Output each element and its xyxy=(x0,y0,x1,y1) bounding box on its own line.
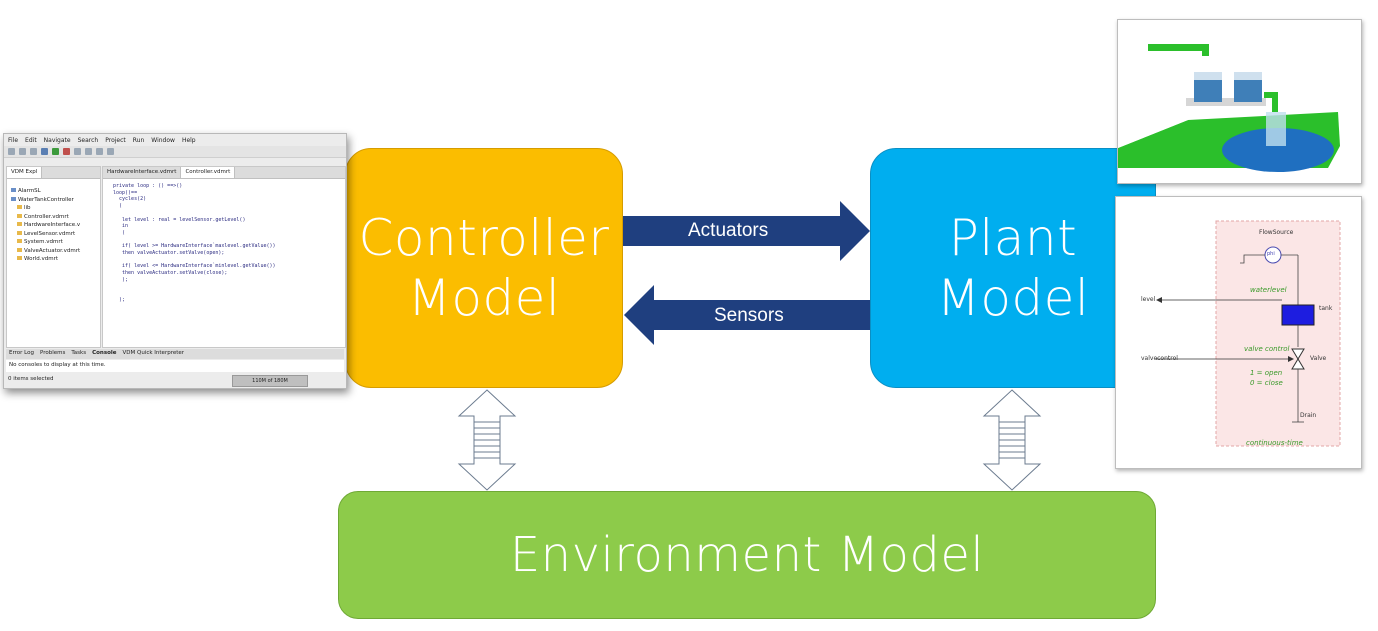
controller-title-line2: Model xyxy=(407,269,561,327)
close-legend: 0 = close xyxy=(1250,379,1283,387)
plant-environment-arrow xyxy=(982,389,1042,491)
editor-tab-hardwareinterface[interactable]: HardwareInterface.vdmrt xyxy=(103,167,182,178)
bottom-tabs: Error Log Problems Tasks Console VDM Qui… xyxy=(6,349,344,359)
sensors-arrow xyxy=(624,285,870,345)
tab-console[interactable]: Console xyxy=(92,350,117,356)
valvecontrol-input-label: valvecontrol xyxy=(1141,355,1178,362)
menu-file[interactable]: File xyxy=(8,137,19,144)
editor-tab-controller[interactable]: Controller.vdmrt xyxy=(181,167,236,178)
tree-item-watertankcontroller[interactable]: WaterTankController xyxy=(7,196,100,205)
external-tools-icon[interactable] xyxy=(63,148,70,155)
project-tree: AlarmSL WaterTankController lib Controll… xyxy=(7,187,100,264)
actuators-arrow xyxy=(622,201,870,261)
new-icon[interactable] xyxy=(8,148,15,155)
tab-error-log[interactable]: Error Log xyxy=(9,350,34,356)
controller-model-box: Controller Model xyxy=(345,148,623,388)
valve-control-label: valve control xyxy=(1244,345,1290,353)
controller-environment-arrow xyxy=(457,389,517,491)
vdm-explorer-tab[interactable]: VDM Expl xyxy=(7,167,43,178)
eclipse-menubar: File Edit Navigate Search Project Run Wi… xyxy=(4,134,346,146)
environment-title: Environment Model xyxy=(509,527,985,583)
environment-model-box: Environment Model xyxy=(338,491,1156,619)
save-icon[interactable] xyxy=(19,148,26,155)
tab-vdm-quick-interpreter[interactable]: VDM Quick Interpreter xyxy=(122,350,185,356)
schematic-drawing xyxy=(1156,220,1341,447)
eclipse-ide-screenshot: File Edit Navigate Search Project Run Wi… xyxy=(3,133,347,389)
tree-item-system[interactable]: System.vdmrt xyxy=(7,238,100,247)
drain-label: Drain xyxy=(1300,412,1317,419)
search-icon[interactable] xyxy=(74,148,81,155)
plant-title-line2: Model xyxy=(936,269,1090,327)
eclipse-toolbar xyxy=(4,146,346,158)
actuators-label: Actuators xyxy=(688,220,769,241)
plant-title-line1: Plant xyxy=(948,209,1078,267)
vdm-explorer-panel: VDM Expl AlarmSL WaterTankController lib… xyxy=(6,166,101,348)
flowsource-symbol: phi xyxy=(1267,251,1275,257)
sensors-label: Sensors xyxy=(714,305,784,326)
status-bar: 0 items selected 110M of 180M xyxy=(4,374,346,388)
menu-project[interactable]: Project xyxy=(105,137,126,144)
tree-item-hardwareinterface[interactable]: HardwareInterface.v xyxy=(7,221,100,230)
tab-problems[interactable]: Problems xyxy=(39,350,66,356)
menu-help[interactable]: Help xyxy=(181,137,196,144)
print-icon[interactable] xyxy=(30,148,37,155)
tab-tasks[interactable]: Tasks xyxy=(71,350,87,356)
status-text: 0 items selected xyxy=(8,376,54,382)
menu-window[interactable]: Window xyxy=(151,137,175,144)
menu-search[interactable]: Search xyxy=(77,137,99,144)
menu-run[interactable]: Run xyxy=(132,137,145,144)
code-text[interactable]: private loop : () ==>() loop()== cycles(… xyxy=(113,183,276,303)
console-message: No consoles to display at this time. xyxy=(6,360,344,372)
debug-icon[interactable] xyxy=(41,148,48,155)
tree-item-controller[interactable]: Controller.vdmrt xyxy=(7,213,100,222)
memory-indicator[interactable]: 110M of 180M xyxy=(232,375,308,387)
flowsource-label: FlowSource xyxy=(1259,229,1294,236)
perspective-icon[interactable] xyxy=(107,148,114,155)
controller-title-line1: Controller xyxy=(358,209,610,267)
forward-icon[interactable] xyxy=(96,148,103,155)
tree-item-alarmsl[interactable]: AlarmSL xyxy=(7,187,100,196)
valve-label: Valve xyxy=(1310,355,1327,362)
tree-item-world[interactable]: World.vdmrt xyxy=(7,255,100,264)
tree-item-valveactuator[interactable]: ValveActuator.vdmrt xyxy=(7,247,100,256)
waterlevel-label: waterlevel xyxy=(1250,286,1287,294)
plant-model-box: Plant Model xyxy=(870,148,1156,388)
menu-navigate[interactable]: Navigate xyxy=(43,137,71,144)
level-output-label: level xyxy=(1141,296,1156,303)
continuous-time-label: continuous-time xyxy=(1246,439,1303,447)
back-icon[interactable] xyxy=(85,148,92,155)
code-editor-panel: HardwareInterface.vdmrt Controller.vdmrt… xyxy=(102,166,346,348)
tree-item-lib[interactable]: lib xyxy=(7,204,100,213)
menu-edit[interactable]: Edit xyxy=(25,137,37,144)
tree-item-levelsensor[interactable]: LevelSensor.vdmrt xyxy=(7,230,100,239)
tank-label: tank xyxy=(1319,305,1333,312)
plant-schematic: FlowSource phi waterlevel tank level val… xyxy=(1115,196,1362,469)
tank-3d-visualization xyxy=(1117,19,1362,184)
tank-3d-drawing xyxy=(1118,44,1340,172)
open-legend: 1 = open xyxy=(1250,369,1283,377)
run-icon[interactable] xyxy=(52,148,59,155)
